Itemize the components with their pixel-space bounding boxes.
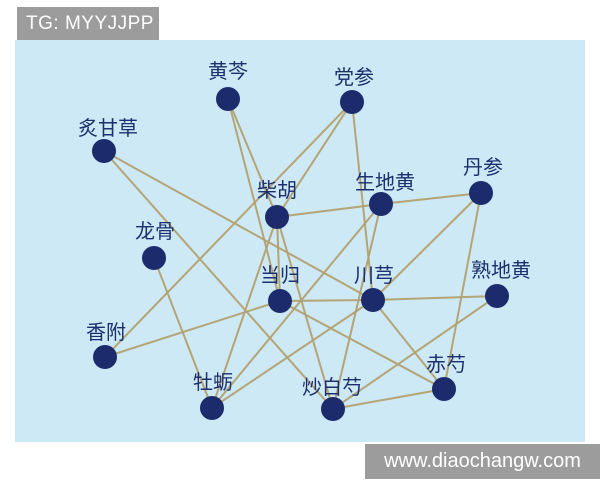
graph-edge-danggui-chuanxiong (279, 299, 374, 302)
graph-edge-shengdihuang-muli (211, 203, 382, 409)
node-label-muli: 牡蛎 (193, 371, 233, 394)
graph-node-danshen (469, 181, 493, 205)
node-label-shudihuang: 熟地黄 (471, 259, 531, 282)
graph-edge-shudihuang-chaobaishao (332, 295, 498, 410)
graph-edge-dangshen-chaihu (276, 101, 353, 218)
graph-edge-shengdihuang-chaobaishao (332, 203, 382, 410)
graph-edge-danshen-chuanxiong (372, 192, 482, 301)
graph-node-shengdihuang (369, 192, 393, 216)
node-label-chaihu: 柴胡 (257, 179, 297, 202)
graph-node-huangqin (216, 87, 240, 111)
graph-edge-huangqin-danggui (227, 98, 281, 302)
node-label-chishao: 赤芍 (426, 353, 466, 376)
graph-node-chuanxiong (361, 288, 385, 312)
graph-edge-zhigancao-chaobaishao (103, 150, 334, 410)
graph-edge-danshen-chishao (443, 192, 482, 390)
graph-edge-danggui-chishao (279, 300, 445, 390)
node-label-huangqin: 黄芩 (208, 60, 248, 83)
graph-edge-chuanxiong-muli (211, 299, 374, 409)
watermark-bottom-right: www.diaochangw.com (365, 444, 600, 479)
node-label-danggui: 当归 (260, 264, 300, 287)
node-label-zhigancao: 炙甘草 (78, 117, 138, 140)
node-label-chuanxiong: 川芎 (354, 264, 394, 287)
graph-edge-dangshen-chuanxiong (351, 101, 374, 301)
graph-node-dangshen (340, 90, 364, 114)
graph-node-danggui (268, 289, 292, 313)
graph-edge-chuanxiong-shudihuang (372, 295, 498, 301)
graph-node-shudihuang (485, 284, 509, 308)
graph-edge-danggui-xiangfu (104, 300, 281, 358)
graph-edge-chaihu-chaobaishao (276, 216, 334, 410)
graph-node-chaihu (265, 205, 289, 229)
node-label-shengdihuang: 生地黄 (355, 171, 415, 194)
graph-edge-chuanxiong-chishao (372, 299, 445, 390)
graph-edge-zhigancao-chuanxiong (103, 150, 374, 301)
graph-edge-chaihu-shengdihuang (276, 203, 382, 218)
graph-edge-longgu-muli (153, 257, 213, 409)
diagram-background (15, 40, 585, 442)
node-label-longgu: 龙骨 (135, 220, 175, 243)
graph-edge-chaihu-danggui (276, 216, 281, 302)
node-label-dangshen: 党参 (334, 66, 374, 89)
node-label-chaobaishao: 炒白芍 (302, 376, 362, 399)
graph-node-longgu (142, 246, 166, 270)
node-label-xiangfu: 香附 (86, 321, 126, 344)
graph-edge-shengdihuang-danshen (380, 192, 482, 205)
graph-node-chishao (432, 377, 456, 401)
graph-edge-chaobaishao-chishao (332, 388, 445, 410)
graph-edge-huangqin-chaihu (227, 98, 278, 218)
graph-node-zhigancao (92, 139, 116, 163)
graph-node-chaobaishao (321, 397, 345, 421)
graph-edge-dangshen-xiangfu (104, 101, 353, 358)
graph-node-muli (200, 396, 224, 420)
node-label-danshen: 丹参 (463, 156, 503, 179)
watermark-top-left: TG: MYYJJPP (17, 7, 159, 40)
graph-node-xiangfu (93, 345, 117, 369)
